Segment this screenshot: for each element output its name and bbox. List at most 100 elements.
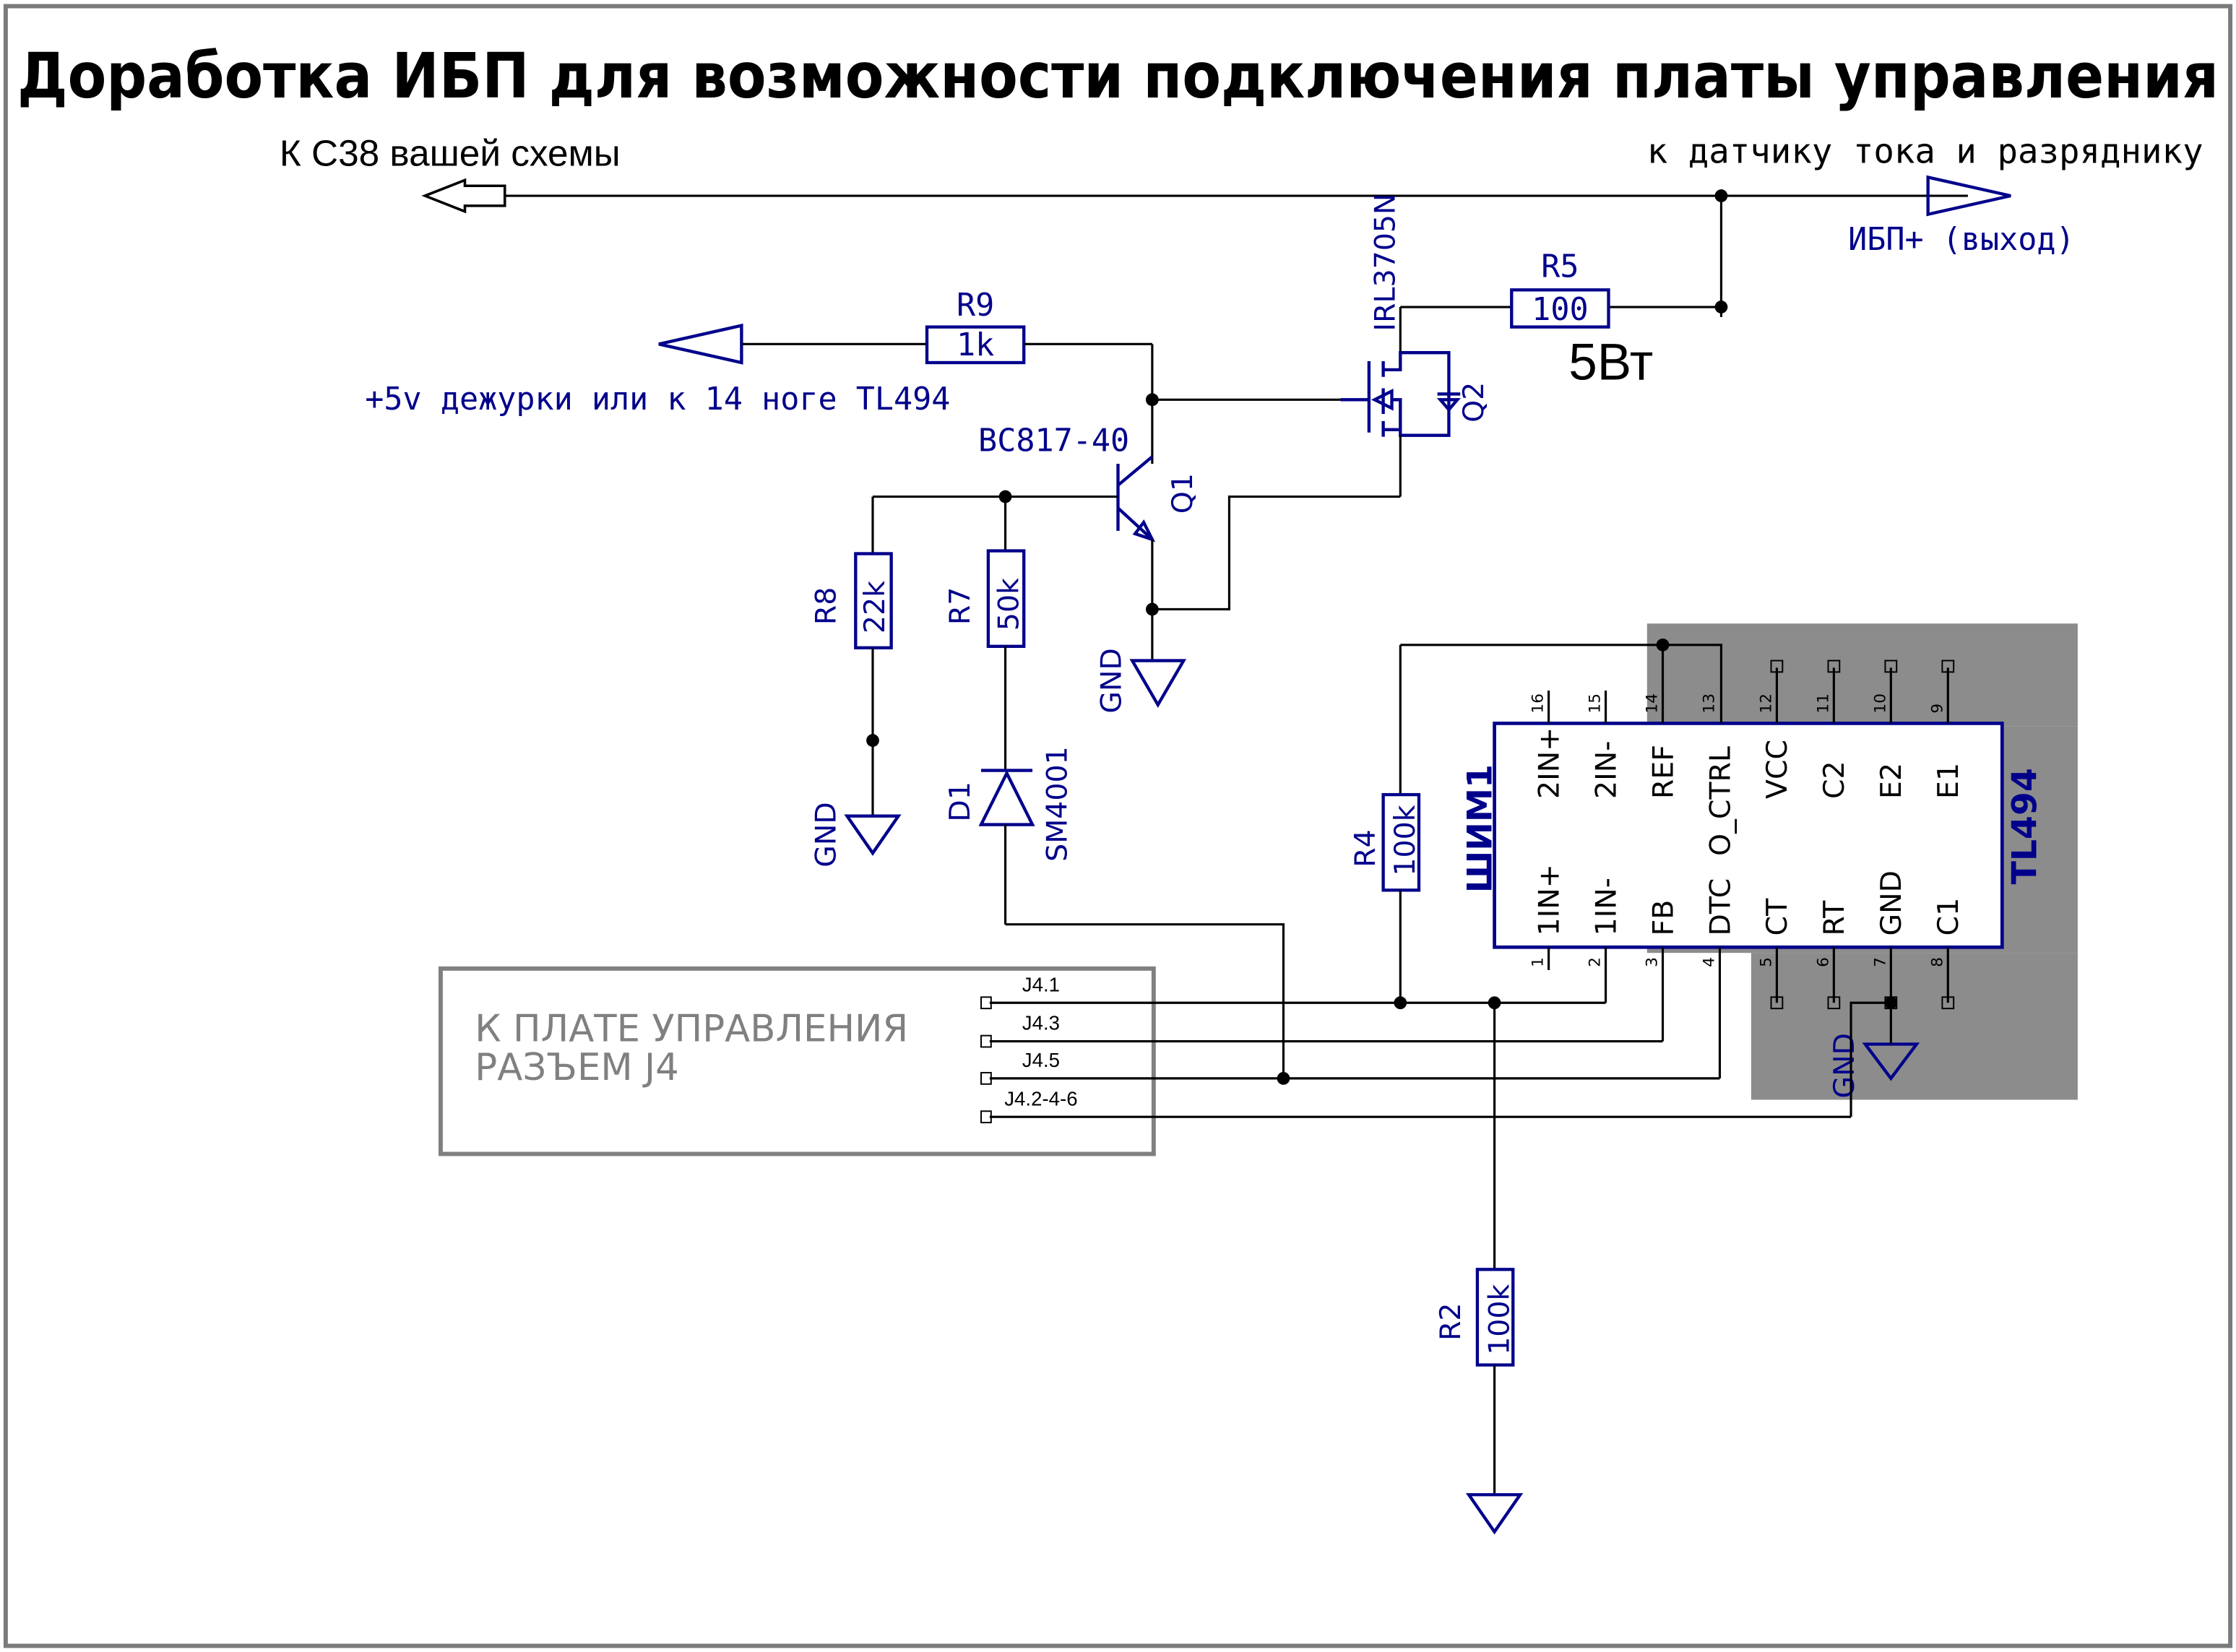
connector-pin: J4.2-4-6 <box>980 1087 1078 1124</box>
page-title: Доработка ИБП для возможности подключени… <box>17 40 2219 113</box>
net-wires <box>989 947 1852 1270</box>
mosfet-q2: IRL3705N Q2 <box>1340 194 1490 497</box>
resistor-r5: R5 100 <box>1400 249 1722 329</box>
connector-pin-label: J4.2-4-6 <box>1004 1087 1077 1110</box>
ic-pin-6: 6 RT <box>1814 900 1851 1010</box>
connector-pin-label: J4.5 <box>1022 1049 1060 1071</box>
resistor-r9: R9 1k <box>658 287 1154 464</box>
connector-pin: J4.3 <box>980 1012 1060 1048</box>
ground-symbol <box>1465 1493 1524 1535</box>
ic-pin-13: 13O_CTRL <box>1701 693 1738 856</box>
ic-ref: ШИМ1 <box>1461 764 1501 893</box>
r4-ref: R4 <box>1349 829 1382 868</box>
r9-value: 1k <box>957 327 994 363</box>
pin-name: GND <box>1875 870 1908 936</box>
resistor-r2: R2 100k <box>1434 1268 1516 1495</box>
r2-value: 100k <box>1482 1284 1516 1354</box>
ic-pin-4: 4 DTC <box>1701 878 1738 967</box>
label-to-sensor: к датчику тока и разряднику <box>1647 132 2203 172</box>
ground-symbol: GND <box>810 802 902 868</box>
pin-number: 11 <box>1814 693 1832 714</box>
r8-value: 22k <box>858 581 892 633</box>
pin-number: 8 <box>1928 957 1946 967</box>
transistor-q1: BC817-40 Q1 <box>978 423 1199 659</box>
d1-ref: D1 <box>944 782 977 822</box>
resistor-r4: R4 100k <box>1349 644 1422 1003</box>
ic-pin-1: 1 1IN+ <box>1529 864 1566 970</box>
pin-number: 5 <box>1758 957 1776 967</box>
pin-number: 15 <box>1587 693 1605 714</box>
connector-pin-label: J4.3 <box>1022 1012 1060 1034</box>
label-power-rating: 5Вт <box>1568 334 1653 392</box>
pin-name: 2IN+ <box>1532 727 1566 799</box>
q2-ref: Q2 <box>1457 382 1490 423</box>
ic-pin-5: 5 CT <box>1758 898 1794 1010</box>
connector-pin: J4.5 <box>980 1049 1060 1085</box>
pin-name: CT <box>1761 898 1794 936</box>
pin-name: E2 <box>1875 763 1908 799</box>
pin-number: 12 <box>1758 693 1776 714</box>
pin-name: 1IN+ <box>1532 864 1566 935</box>
svg-text:GND: GND <box>1095 648 1128 714</box>
r7-ref: R7 <box>944 587 977 626</box>
pin-number: 4 <box>1701 957 1719 967</box>
r4-value: 100k <box>1389 805 1422 875</box>
r5-value: 100 <box>1532 292 1588 328</box>
pin-number: 14 <box>1644 693 1662 714</box>
pin-name: FB <box>1646 900 1680 936</box>
pin-name: REF <box>1646 745 1680 799</box>
arrow-left-icon <box>421 178 506 214</box>
pin-name: RT <box>1818 900 1851 936</box>
pin-name: 1IN- <box>1589 878 1623 936</box>
d1-part: SM4001 <box>1040 746 1074 862</box>
pin-number: 10 <box>1871 693 1889 714</box>
pin-number: 13 <box>1701 693 1719 714</box>
pin-number: 16 <box>1529 693 1547 714</box>
output-port-icon <box>1926 175 2011 217</box>
r7-value: 50k <box>992 578 1025 631</box>
r8-ref: R8 <box>810 587 843 626</box>
r5-ref: R5 <box>1541 249 1579 285</box>
pin-number: 7 <box>1871 957 1889 967</box>
connector-pin: J4.1 <box>980 973 1060 1010</box>
top-rail <box>421 175 2011 317</box>
ground-symbol: GND <box>1828 1003 1920 1099</box>
ground-symbol: GND <box>1095 648 1187 714</box>
pin-number: 6 <box>1814 957 1832 967</box>
pin-number: 9 <box>1928 704 1946 714</box>
pin-number: 1 <box>1529 957 1547 967</box>
connector-pin-label: J4.1 <box>1022 973 1060 995</box>
diode-d1: D1 SM4001 <box>944 746 1285 1078</box>
q2-part: IRL3705N <box>1368 194 1402 332</box>
ic-part: TL494 <box>2006 768 2045 884</box>
ic-pin-16: 16 2IN+ <box>1529 690 1566 799</box>
label-to-c38: К С38 вашей схемы <box>280 133 621 174</box>
connector-j4: К ПЛАТЕ УПРАВЛЕНИЯ РАЗЪЕМ J4 J4.1J4.3J4.… <box>438 966 1156 1156</box>
connector-title: К ПЛАТЕ УПРАВЛЕНИЯ <box>475 1008 908 1051</box>
q1-part: BC817-40 <box>978 423 1129 459</box>
label-ups-out: ИБП+ (выход) <box>1848 222 2075 258</box>
pin-name: C2 <box>1818 761 1851 799</box>
junction <box>1714 189 1728 202</box>
r2-ref: R2 <box>1434 1303 1467 1341</box>
svg-text:GND: GND <box>1828 1033 1861 1099</box>
ic-pin-9: 9E1 <box>1928 659 1965 799</box>
connector-subtitle: РАЗЪЕМ J4 <box>475 1046 678 1089</box>
pin-name: DTC <box>1704 878 1737 936</box>
pin-number: 3 <box>1644 957 1662 967</box>
ic-tl494: ШИМ1 TL494 162IN+152IN-14REF13O_CTRL12VC… <box>1461 659 2045 1010</box>
pin-name: VCC <box>1761 740 1794 799</box>
r9-ref: R9 <box>957 287 994 324</box>
resistor-r8: R8 22k <box>810 496 893 816</box>
ic-pin-3: 3 FB <box>1644 900 1680 967</box>
ic-pin-8: 8 C1 <box>1928 898 1965 1010</box>
pin-name: C1 <box>1932 898 1965 936</box>
svg-text:GND: GND <box>810 802 843 868</box>
